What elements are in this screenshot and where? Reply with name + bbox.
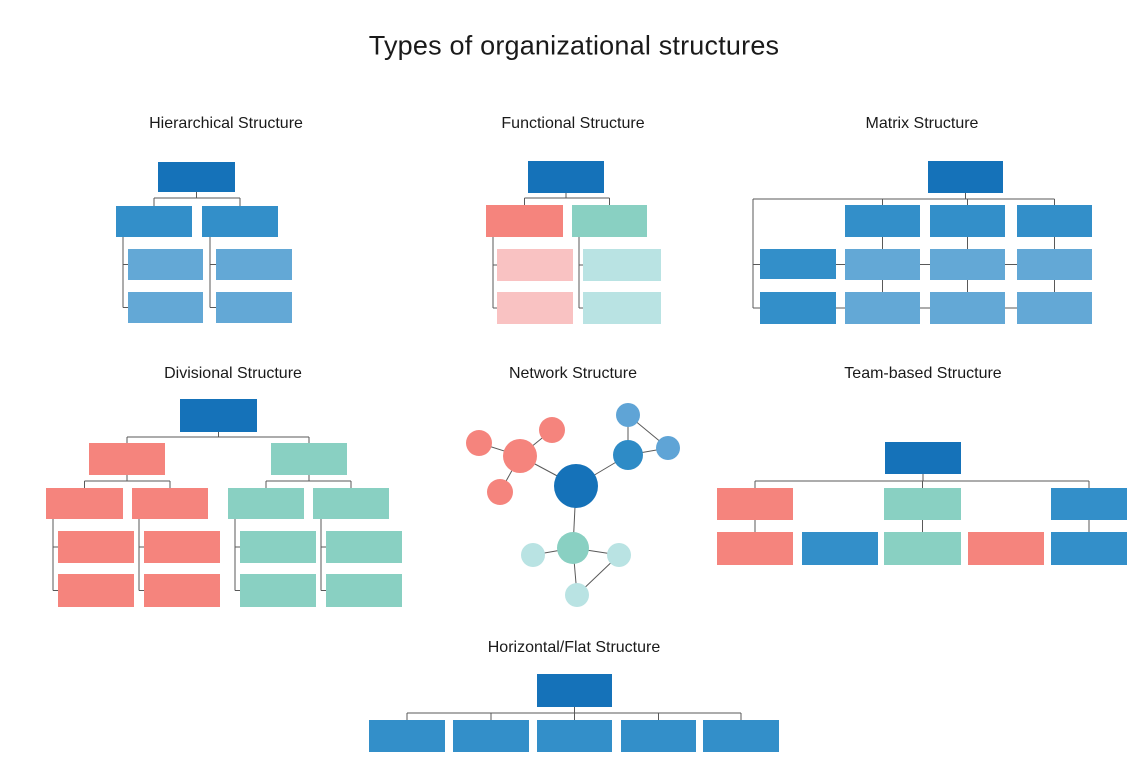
org-box-matrix — [928, 161, 1003, 193]
network-node — [521, 543, 545, 567]
org-box-team — [802, 532, 878, 565]
org-box-functional — [572, 205, 647, 237]
network-node — [487, 479, 513, 505]
org-box-team — [884, 532, 961, 565]
org-box-divisional — [326, 574, 402, 607]
org-box-divisional — [89, 443, 165, 475]
diagram-title-network: Network Structure — [508, 365, 638, 382]
org-box-team — [884, 488, 961, 520]
network-node — [565, 583, 589, 607]
org-box-divisional — [228, 488, 304, 519]
network-node — [503, 439, 537, 473]
org-box-matrix — [1017, 292, 1092, 324]
org-box-divisional — [240, 574, 316, 607]
org-box-divisional — [132, 488, 208, 519]
org-box-matrix — [760, 292, 836, 324]
org-box-divisional — [58, 531, 134, 563]
org-box-matrix — [845, 249, 920, 280]
diagram-title-matrix: Matrix Structure — [865, 115, 979, 132]
network-node — [557, 532, 589, 564]
org-box-divisional — [180, 399, 257, 432]
org-box-team — [717, 488, 793, 520]
diagram-title-divisional: Divisional Structure — [164, 365, 302, 382]
org-box-divisional — [313, 488, 389, 519]
org-box-divisional — [58, 574, 134, 607]
network-node — [616, 403, 640, 427]
network-node — [554, 464, 598, 508]
org-box-hierarchical — [128, 249, 203, 280]
org-box-flat — [537, 674, 612, 707]
org-box-divisional — [326, 531, 402, 563]
org-box-divisional — [144, 574, 220, 607]
org-box-hierarchical — [216, 249, 292, 280]
page-title: Types of organizational structures — [368, 30, 780, 61]
org-box-functional — [486, 205, 563, 237]
org-box-team — [717, 532, 793, 565]
org-box-functional — [497, 249, 573, 281]
network-node — [613, 440, 643, 470]
org-box-team — [1051, 532, 1127, 565]
org-box-functional — [583, 249, 661, 281]
org-box-hierarchical — [216, 292, 292, 323]
org-box-divisional — [271, 443, 347, 475]
diagram-title-team-based: Team-based Structure — [844, 365, 1002, 382]
org-box-matrix — [930, 249, 1005, 280]
org-box-matrix — [1017, 205, 1092, 237]
org-box-hierarchical — [128, 292, 203, 323]
org-box-matrix — [930, 205, 1005, 237]
network-node — [656, 436, 680, 460]
org-box-hierarchical — [116, 206, 192, 237]
org-box-matrix — [845, 292, 920, 324]
org-box-flat — [621, 720, 696, 752]
org-box-flat — [703, 720, 779, 752]
org-box-matrix — [1017, 249, 1092, 280]
org-box-hierarchical — [202, 206, 278, 237]
org-box-functional — [497, 292, 573, 324]
org-box-divisional — [144, 531, 220, 563]
org-box-divisional — [240, 531, 316, 563]
org-box-team — [968, 532, 1044, 565]
diagram-title-horizontal-flat: Horizontal/Flat Structure — [487, 639, 661, 656]
network-node — [466, 430, 492, 456]
org-box-team — [885, 442, 961, 474]
diagram-title-functional: Functional Structure — [501, 115, 645, 132]
org-box-flat — [537, 720, 612, 752]
org-box-functional — [583, 292, 661, 324]
org-box-flat — [369, 720, 445, 752]
network-node — [607, 543, 631, 567]
org-box-functional — [528, 161, 604, 193]
org-box-team — [1051, 488, 1127, 520]
diagram-title-hierarchical: Hierarchical Structure — [149, 115, 303, 132]
org-box-divisional — [46, 488, 123, 519]
network-node — [539, 417, 565, 443]
org-box-hierarchical — [158, 162, 235, 192]
org-box-matrix — [930, 292, 1005, 324]
org-box-matrix — [760, 249, 836, 279]
org-box-flat — [453, 720, 529, 752]
org-box-matrix — [845, 205, 920, 237]
